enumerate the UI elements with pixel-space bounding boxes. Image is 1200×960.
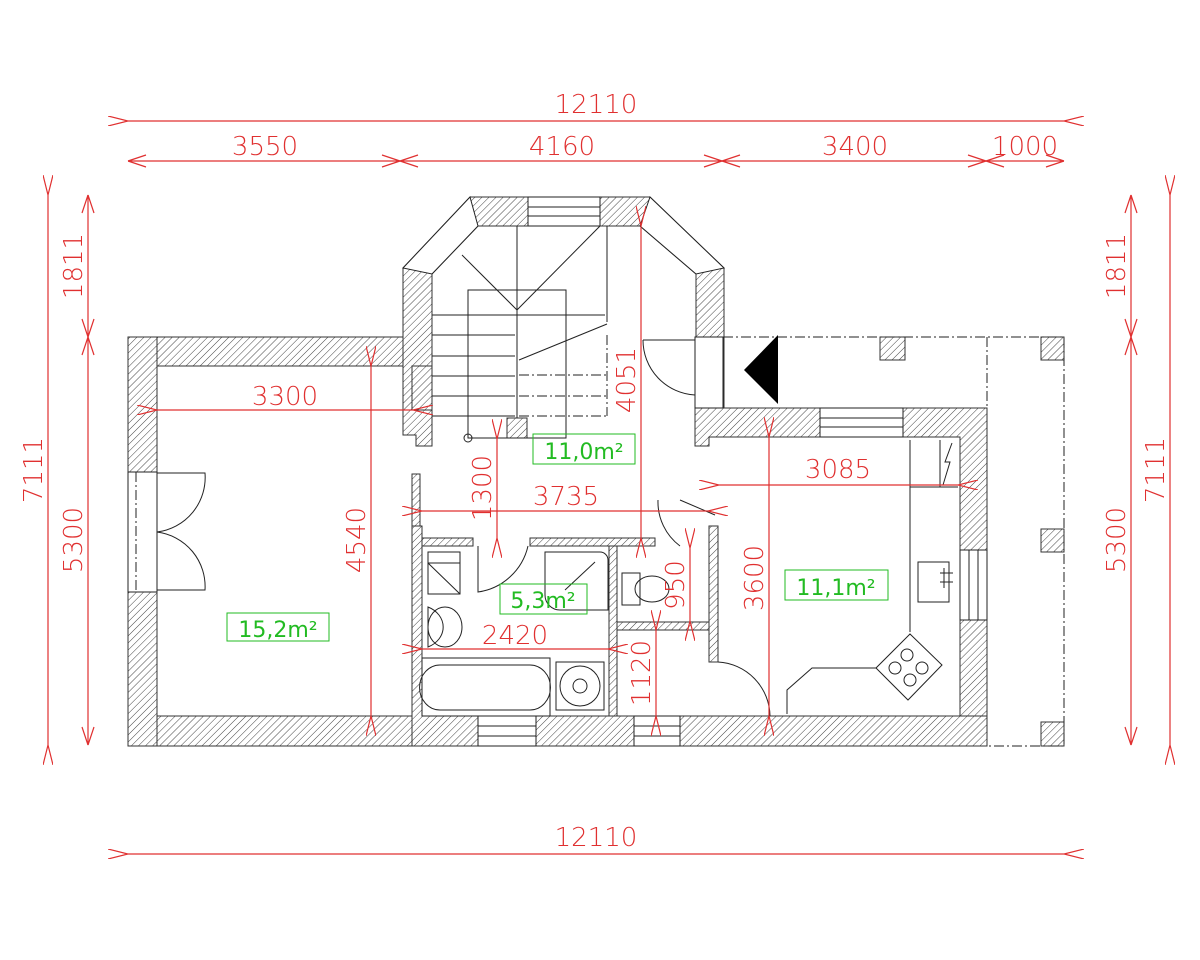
dim-right-seg-2: 5300	[1102, 507, 1132, 573]
dim-top-overall: 12110	[555, 90, 638, 120]
left-dimensions: 7111 1811 5300	[19, 195, 95, 745]
dim-left-seg-1: 1811	[59, 233, 89, 299]
dim-kitchen-width: 3085	[805, 455, 871, 485]
interior-dimensions: 3300 4540 4051 1300 3735 2420 950 1120 3…	[157, 226, 958, 716]
top-dimensions: 12110 3550 4160 3400 1000	[128, 90, 1064, 168]
dim-living-width: 3300	[252, 382, 318, 412]
dim-right-overall: 7111	[1141, 437, 1171, 503]
staircase	[432, 225, 608, 443]
dim-left-seg-2: 5300	[59, 507, 89, 573]
area-bathroom: 5,3m²	[510, 589, 575, 614]
area-stair-hall: 11,0m²	[544, 440, 623, 465]
walls	[127, 196, 1065, 747]
right-dimensions: 7111 1811 5300	[1102, 195, 1171, 745]
dim-stair-height: 4051	[612, 347, 642, 413]
entrance-door	[642, 336, 724, 409]
terrace-outline	[723, 336, 1065, 747]
dim-top-seg-4: 1000	[992, 132, 1058, 162]
bottom-dimensions: 12110	[128, 823, 1064, 854]
entrance-arrow-icon	[744, 335, 778, 404]
kitchen-fixtures	[786, 440, 958, 714]
dim-bottom-overall: 12110	[555, 823, 638, 853]
dim-hall-width: 3735	[533, 482, 599, 512]
dim-left-overall: 7111	[19, 437, 49, 503]
room-areas: 15,2m² 11,0m² 5,3m² 11,1m²	[226, 433, 889, 643]
dim-closet-height: 1120	[627, 640, 657, 706]
dim-top-seg-1: 3550	[232, 132, 298, 162]
dim-kitchen-height: 3600	[740, 545, 770, 611]
dim-top-seg-3: 3400	[822, 132, 888, 162]
dim-living-height: 4540	[342, 507, 372, 573]
balcony-double-door	[127, 471, 206, 593]
area-living-room: 15,2m²	[238, 618, 317, 643]
dim-right-seg-1: 1811	[1102, 233, 1132, 299]
bathroom-fixtures	[419, 499, 771, 717]
area-kitchen: 11,1m²	[796, 576, 875, 601]
dim-bath-width: 2420	[482, 621, 548, 651]
dim-wc-height: 950	[661, 560, 691, 610]
dim-top-seg-2: 4160	[529, 132, 595, 162]
